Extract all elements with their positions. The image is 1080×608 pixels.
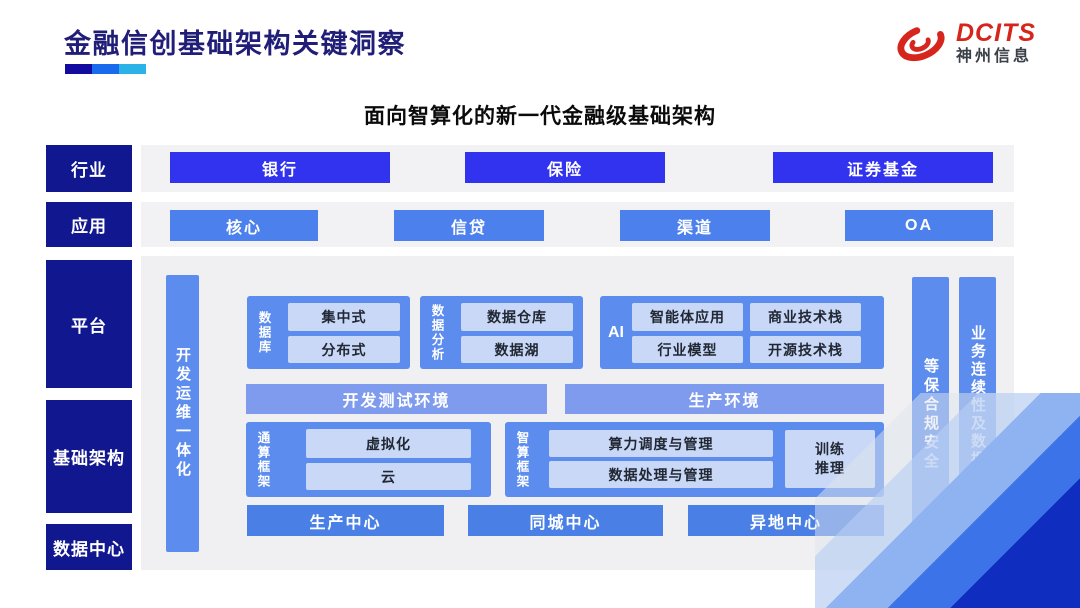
industry-box-securities: 证券基金 <box>773 152 993 183</box>
logo: DCITS 神州信息 <box>893 18 1036 68</box>
gc-item-virtualization: 虚拟化 <box>306 429 471 458</box>
logo-brand: DCITS <box>956 18 1036 47</box>
accent-segment-dark <box>65 64 92 74</box>
devops-vertical-bar: 开发运维一体化 <box>166 275 199 552</box>
row-label-industry: 行业 <box>46 145 132 192</box>
ai-item-commercial-stack: 商业技术栈 <box>750 303 861 331</box>
title-accent-bar <box>65 64 146 74</box>
aic-item-train-inference: 训练 推理 <box>785 430 875 488</box>
ai-item-agent-app: 智能体应用 <box>632 303 743 331</box>
analytics-item-lake: 数据湖 <box>461 336 573 363</box>
dcits-swirl-icon <box>897 24 945 62</box>
ai-item-opensource-stack: 开源技术栈 <box>750 336 861 363</box>
app-box-credit: 信贷 <box>394 210 544 241</box>
general-compute-label: 通算框架 <box>255 430 270 489</box>
database-item-distributed: 分布式 <box>288 336 400 363</box>
aic-item-compute-scheduling: 算力调度与管理 <box>549 430 773 457</box>
general-compute-group: 通算框架 虚拟化 云 <box>246 422 491 497</box>
accent-segment-mid <box>92 64 119 74</box>
app-box-core: 核心 <box>170 210 318 241</box>
database-item-centralized: 集中式 <box>288 303 400 331</box>
datacenter-remote: 异地中心 <box>688 505 884 536</box>
ai-group-label: AI <box>608 323 624 341</box>
industry-box-bank: 银行 <box>170 152 390 183</box>
devtest-env-bar: 开发测试环境 <box>246 384 547 414</box>
diagram-title: 面向智算化的新一代金融级基础架构 <box>364 105 716 128</box>
row-label-application: 应用 <box>46 202 132 247</box>
page-title: 金融信创基础架构关键洞察 <box>64 29 406 59</box>
app-box-channel: 渠道 <box>620 210 770 241</box>
row-label-infrastructure: 基础架构 <box>46 400 132 513</box>
datacenter-production: 生产中心 <box>247 505 444 536</box>
database-group-label: 数据库 <box>256 310 271 355</box>
ai-compute-label: 智算框架 <box>514 430 529 489</box>
logo-company: 神州信息 <box>956 48 1033 66</box>
analytics-group: 数据分析 数据仓库 数据湖 <box>420 296 583 369</box>
gc-item-cloud: 云 <box>306 463 471 490</box>
industry-box-insurance: 保险 <box>465 152 665 183</box>
logo-text: DCITS 神州信息 <box>956 20 1036 66</box>
ai-group: AI 智能体应用 商业技术栈 行业模型 开源技术栈 <box>600 296 884 369</box>
accent-segment-light <box>119 64 146 74</box>
ai-item-industry-model: 行业模型 <box>632 336 743 363</box>
row-label-platform: 平台 <box>46 260 132 388</box>
database-group: 数据库 集中式 分布式 <box>247 296 410 369</box>
production-env-bar: 生产环境 <box>565 384 884 414</box>
analytics-group-label: 数据分析 <box>429 303 444 362</box>
continuity-vertical-bar: 业务连续性及数据保护 <box>959 277 996 552</box>
analytics-item-warehouse: 数据仓库 <box>461 303 573 331</box>
datacenter-samecity: 同城中心 <box>468 505 663 536</box>
security-vertical-bar: 等保合规安全 <box>912 277 949 552</box>
app-box-oa: OA <box>845 210 993 241</box>
aic-item-data-processing: 数据处理与管理 <box>549 461 773 488</box>
row-label-datacenter: 数据中心 <box>46 524 132 570</box>
ai-compute-group: 智算框架 算力调度与管理 数据处理与管理 训练 推理 <box>505 422 884 497</box>
